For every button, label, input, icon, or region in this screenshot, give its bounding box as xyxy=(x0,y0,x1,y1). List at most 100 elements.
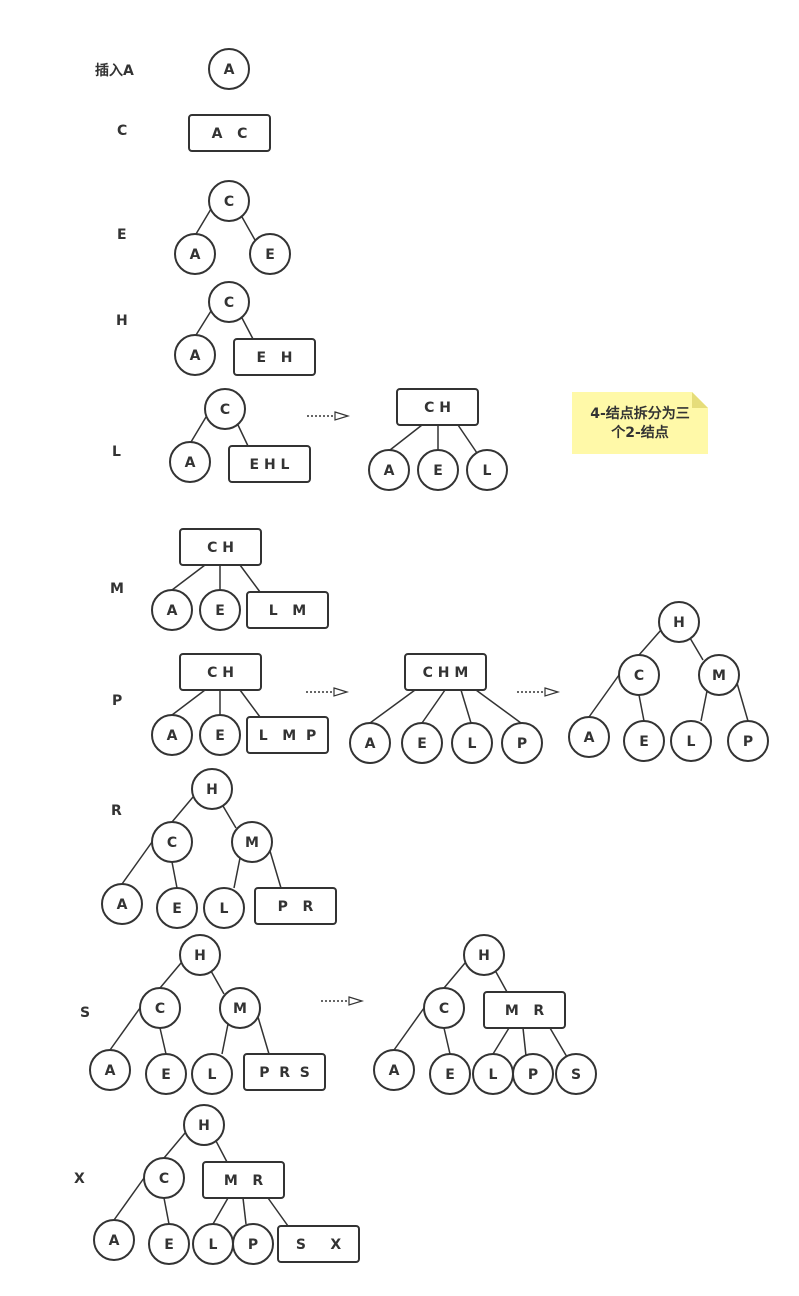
transform-arrow xyxy=(321,996,365,1006)
tree-node-p3-m: M xyxy=(698,654,740,696)
node-keys: C H xyxy=(424,400,451,416)
node-keys: S X xyxy=(296,1237,341,1253)
tree-edge xyxy=(171,861,178,889)
tree-node-l2-l: L xyxy=(466,449,508,491)
tree-node-p-root: C H xyxy=(179,653,262,691)
step-label-step-a: 插入A xyxy=(95,62,134,79)
node-key: M xyxy=(233,1001,247,1017)
tree-node-x-mr: M R xyxy=(202,1161,285,1199)
tree-node-m-root: C H xyxy=(179,528,262,566)
node-key: H xyxy=(673,615,685,631)
tree-node-p2-l: L xyxy=(451,722,493,764)
tree-node-s2-l: L xyxy=(472,1053,514,1095)
node-keys: E H L xyxy=(250,457,290,473)
tree-node-p2-p: P xyxy=(501,722,543,764)
node-key: C xyxy=(224,295,234,311)
node-key: E xyxy=(161,1067,171,1083)
node-key: L xyxy=(220,901,229,917)
tree-edge xyxy=(109,1007,141,1051)
node-keys: A C xyxy=(212,126,248,142)
tree-edge xyxy=(522,1027,527,1057)
tree-edge xyxy=(163,1132,186,1159)
node-key: H xyxy=(198,1118,210,1134)
node-key: L xyxy=(208,1067,217,1083)
tree-node-x-e: E xyxy=(148,1223,190,1265)
node-keys: M R xyxy=(505,1003,545,1019)
tree-node-x-a: A xyxy=(93,1219,135,1261)
step-label-step-l: L xyxy=(112,444,121,460)
tree-node-p2-a: A xyxy=(349,722,391,764)
tree-node-c1: A C xyxy=(188,114,271,152)
tree-node-l2-root: C H xyxy=(396,388,479,426)
step-label-step-x: X xyxy=(74,1171,85,1187)
tree-node-s-c: C xyxy=(139,987,181,1029)
node-key: C xyxy=(155,1001,165,1017)
node-key: P xyxy=(248,1237,258,1253)
node-key: A xyxy=(365,736,376,752)
note-background xyxy=(572,392,708,454)
tree-edge xyxy=(475,689,522,724)
tree-edge xyxy=(195,208,212,235)
node-key: A xyxy=(584,730,595,746)
node-keys: C H xyxy=(207,665,234,681)
node-key: A xyxy=(167,728,178,744)
tree-edge xyxy=(443,1027,451,1055)
tree-edge xyxy=(269,850,282,889)
tree-node-s-l: L xyxy=(191,1053,233,1095)
node-key: L xyxy=(209,1237,218,1253)
node-key: C xyxy=(224,194,234,210)
tree-node-e-a: A xyxy=(174,233,216,275)
tree-node-r-e: E xyxy=(156,887,198,929)
tree-node-h-a: A xyxy=(174,334,216,376)
tree-node-l-ehl: E H L xyxy=(228,445,311,483)
node-key: E xyxy=(417,736,427,752)
tree-edge xyxy=(163,1197,170,1225)
node-keys: L M P xyxy=(259,728,316,744)
tree-edge xyxy=(588,674,620,718)
tree-edge xyxy=(237,424,249,447)
tree-node-r-a: A xyxy=(101,883,143,925)
tree-edge xyxy=(421,689,446,724)
node-key: L xyxy=(489,1067,498,1083)
tree-edge xyxy=(492,1027,510,1055)
step-label-step-c: C xyxy=(117,123,127,139)
node-key: S xyxy=(571,1067,581,1083)
tree-node-p-e: E xyxy=(199,714,241,756)
tree-node-x-c: C xyxy=(143,1157,185,1199)
transform-arrow xyxy=(306,687,350,697)
tree-edge xyxy=(460,689,472,724)
node-key: A xyxy=(389,1063,400,1079)
tree-node-p2-e: E xyxy=(401,722,443,764)
node-key: E xyxy=(164,1237,174,1253)
tree-node-p3-c: C xyxy=(618,654,660,696)
tree-node-m-a: A xyxy=(151,589,193,631)
tree-node-s2-p: P xyxy=(512,1053,554,1095)
tree-edge xyxy=(638,694,645,722)
tree-edge xyxy=(113,1177,145,1221)
tree-node-s2-e: E xyxy=(429,1053,471,1095)
node-key: A xyxy=(224,62,235,78)
tree-node-s-a: A xyxy=(89,1049,131,1091)
node-keys: L M xyxy=(269,603,306,619)
tree-edge xyxy=(215,1140,228,1163)
tree-node-s2-s: S xyxy=(555,1053,597,1095)
node-key: A xyxy=(384,463,395,479)
tree-node-p3-e: E xyxy=(623,720,665,762)
tree-edge xyxy=(190,416,207,443)
tree-node-l-root: C xyxy=(204,388,246,430)
node-key: P xyxy=(517,736,527,752)
note-line: 个2-结点 xyxy=(610,424,669,441)
tree-edge xyxy=(389,424,423,451)
node-key: A xyxy=(190,247,201,263)
node-key: C xyxy=(220,402,230,418)
tree-node-m-e: E xyxy=(199,589,241,631)
tree-edge xyxy=(171,564,206,591)
tree-edge xyxy=(241,317,254,340)
node-key: M xyxy=(712,668,726,684)
node-keys: E H xyxy=(257,350,293,366)
tree-node-p2-root: C H M xyxy=(404,653,487,691)
tree-edge xyxy=(239,689,261,718)
node-key: A xyxy=(167,603,178,619)
tree-node-p3-p: P xyxy=(727,720,769,762)
